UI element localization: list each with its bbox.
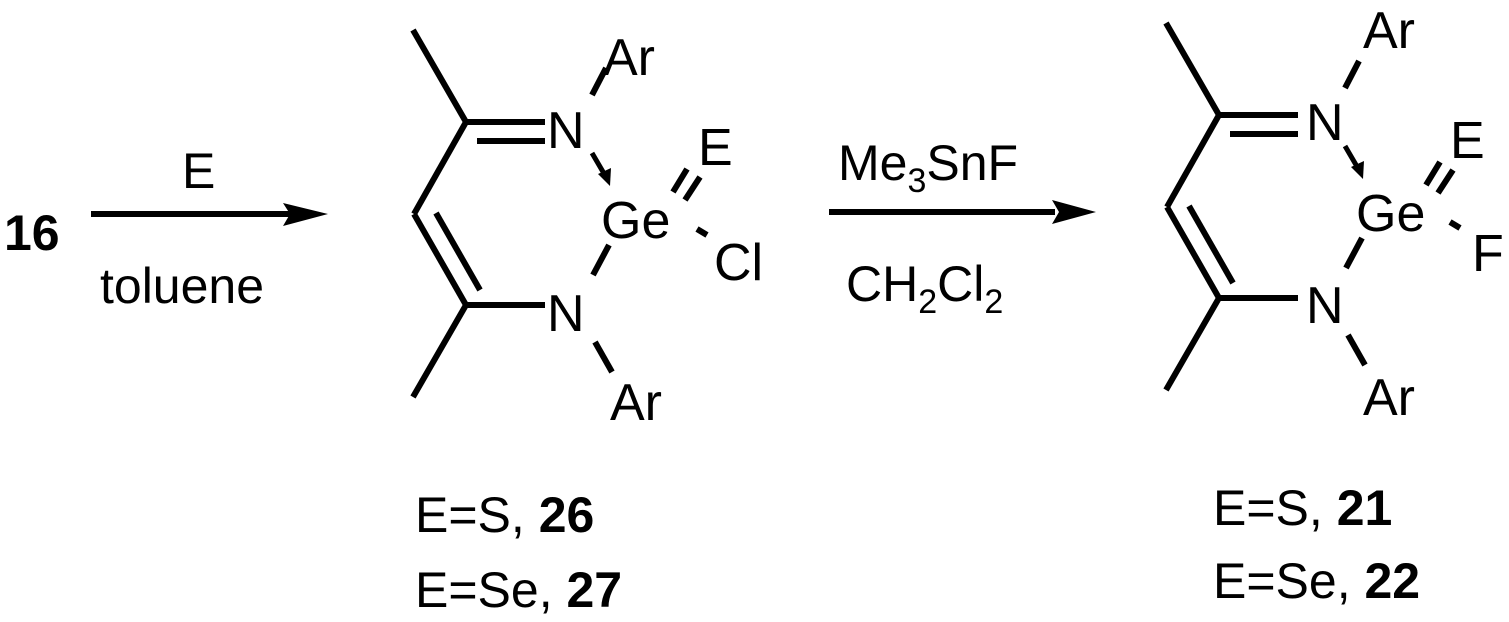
reagent-me3snf: Me3SnF: [838, 135, 1018, 200]
label-26: E=S, 26: [415, 487, 594, 543]
intermediate-structure: [410, 28, 709, 399]
product-ge-label: Ge: [1356, 185, 1425, 243]
e-label: E: [698, 119, 733, 177]
product-f-label: F: [1472, 225, 1504, 283]
cl-label: Cl: [714, 234, 763, 292]
ge-label: Ge: [601, 192, 670, 250]
solvent-ch2cl2: CH2Cl2: [846, 256, 1003, 321]
product-n-bottom-label: N: [1306, 277, 1344, 335]
reagent-e: E: [182, 143, 215, 199]
product-structure: [1163, 21, 1462, 392]
reaction-arrow-2: [829, 200, 1096, 224]
label-27: E=Se, 27: [415, 562, 622, 618]
product-ar-top-label: Ar: [1363, 2, 1415, 60]
ar-top-label: Ar: [603, 29, 655, 87]
product-n-top-label: N: [1306, 94, 1344, 152]
n-bottom-label: N: [547, 285, 585, 343]
label-21: E=S, 21: [1213, 480, 1392, 536]
product-ar-bottom-label: Ar: [1363, 369, 1415, 427]
product-e-label: E: [1450, 112, 1485, 170]
compound-16-label: 16: [4, 205, 60, 261]
label-22: E=Se, 22: [1213, 553, 1420, 609]
ar-bottom-label: Ar: [610, 374, 662, 432]
n-top-label: N: [547, 102, 585, 160]
solvent-toluene: toluene: [100, 258, 264, 314]
reaction-arrow-1: [91, 203, 328, 226]
